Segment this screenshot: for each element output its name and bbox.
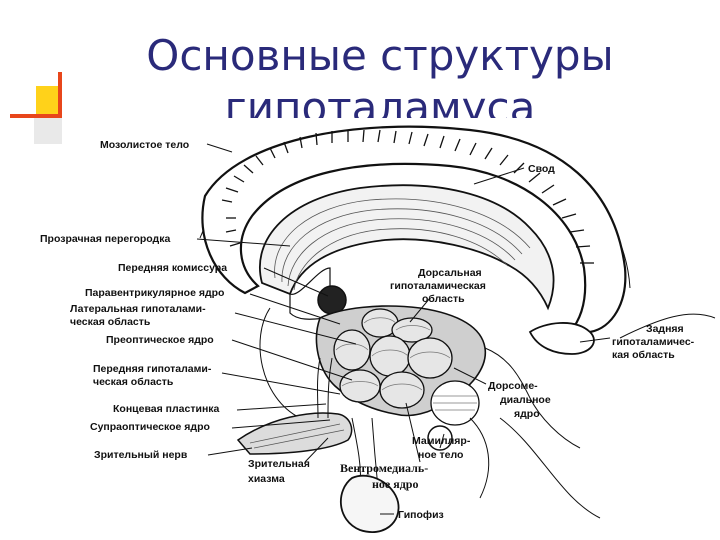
- label-mammillary-line1: Мамилляр-: [412, 435, 471, 447]
- label-optic-chiasm-line2: хиазма: [248, 473, 285, 485]
- label-lateral-area-line2: ческая область: [70, 316, 151, 328]
- slide-title: Основные структуры гипоталамуса: [146, 31, 614, 118]
- label-dorsal-area-line3: область: [422, 293, 465, 305]
- mammillary-body-shape: [427, 425, 453, 451]
- label-posterior-area-line1: Задняя: [646, 323, 684, 335]
- title-decoration-red-line-vertical: [58, 72, 62, 118]
- corpus-callosum-striations: [221, 129, 594, 264]
- label-pituitary: Гипофиз: [398, 509, 444, 521]
- hypothalamus-diagram: Мозолистое тело Свод Прозрачная перегоро…: [40, 125, 716, 533]
- label-posterior-area-line3: кая область: [612, 349, 675, 361]
- label-dorsomedial-line3: ядро: [514, 408, 540, 420]
- label-anterior-area-line1: Передняя гипоталами-: [93, 363, 212, 375]
- label-paraventricular-nucleus: Паравентрикулярное ядро: [85, 287, 224, 299]
- label-posterior-area-line2: гипоталамичес-: [612, 336, 695, 348]
- label-dorsal-area-line2: гипоталамическая: [390, 280, 486, 292]
- label-septum-pellucidum: Прозрачная перегородка: [40, 233, 170, 245]
- label-mammillary-line2: ное тело: [418, 449, 463, 461]
- label-lateral-area-line1: Латеральная гипоталами-: [70, 303, 206, 315]
- label-lamina-terminalis: Концевая пластинка: [113, 403, 220, 415]
- label-dorsal-area-line1: Дорсальная: [418, 267, 482, 279]
- label-ventromedial-line2: ное ядро: [372, 477, 418, 491]
- hypothalamic-nuclei: [333, 308, 480, 426]
- title-decoration-red-line-horizontal: [10, 114, 62, 118]
- label-supraoptic-nucleus: Супраоптическое ядро: [90, 421, 210, 433]
- label-anterior-commissure: Передняя комиссура: [118, 262, 227, 274]
- fornix-lines: [274, 198, 531, 291]
- label-optic-nerve: Зрительный нерв: [94, 449, 188, 461]
- label-preoptic-nucleus: Преоптическое ядро: [106, 334, 214, 346]
- slide-title-container: Основные структуры гипоталамуса: [120, 30, 640, 118]
- leader-lines: [196, 143, 611, 515]
- diagram-labels: Мозолистое тело Свод Прозрачная перегоро…: [40, 139, 695, 521]
- corpus-callosum-shape: [201, 125, 627, 334]
- label-dorsomedial-line2: диальное: [500, 394, 551, 406]
- label-corpus-callosum: Мозолистое тело: [100, 139, 189, 151]
- label-ventromedial-line1: Вентромедиаль-: [340, 461, 428, 475]
- title-decoration-grey-square: [34, 118, 62, 144]
- anterior-commissure-shape: [317, 285, 347, 315]
- title-decoration-yellow-square: [36, 86, 62, 116]
- pituitary-shape: [339, 474, 400, 533]
- label-optic-chiasm-line1: Зрительная: [248, 458, 310, 470]
- label-fornix: Свод: [528, 163, 555, 175]
- fornix-shape: [259, 184, 555, 311]
- posterior-hook-shape: [528, 322, 595, 355]
- label-dorsomedial-line1: Дорсоме-: [488, 380, 538, 392]
- brain-illustration: [199, 125, 716, 533]
- label-anterior-area-line2: ческая область: [93, 376, 174, 388]
